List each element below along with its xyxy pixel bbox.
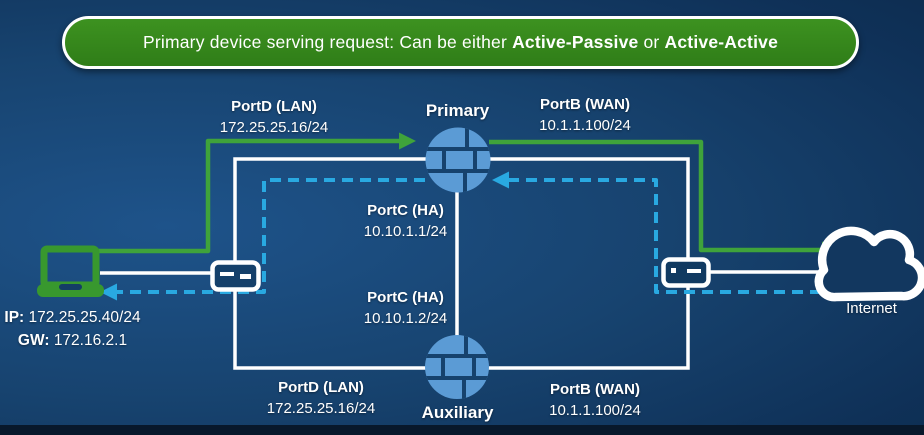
port-name: PortC (HA) bbox=[367, 202, 444, 219]
forward-traffic-path-wan bbox=[489, 139, 823, 253]
laptop-base bbox=[37, 284, 104, 297]
port-address: 10.10.1.2/24 bbox=[363, 310, 448, 327]
bottom-border-strip bbox=[0, 425, 924, 435]
switch-icon-lan bbox=[210, 260, 261, 292]
port-name: PortB (WAN) bbox=[540, 96, 630, 113]
port-address: 10.10.1.1/24 bbox=[363, 223, 448, 240]
switch-port-mark bbox=[687, 269, 701, 273]
firewall-bricks bbox=[425, 335, 489, 399]
port-name: PortC (HA) bbox=[367, 289, 444, 306]
switch-body bbox=[210, 260, 261, 292]
client-ip-line: IP: 172.25.25.40/24 bbox=[4, 309, 141, 326]
port-name: PortD (LAN) bbox=[278, 379, 364, 396]
internet-cloud-icon bbox=[814, 226, 924, 302]
return-traffic-path-lan bbox=[116, 178, 425, 294]
label-port-primary-lan: PortD (LAN) 172.25.25.16/24 bbox=[189, 96, 359, 138]
switch-port-mark bbox=[671, 268, 676, 273]
label-port-primary-wan: PortB (WAN) 10.1.1.100/24 bbox=[500, 94, 670, 136]
port-name: PortD (LAN) bbox=[231, 98, 317, 115]
laptop-base-notch bbox=[59, 284, 82, 290]
return-arrowhead-to-client bbox=[100, 283, 117, 301]
banner: Primary device serving request: Can be e… bbox=[62, 16, 859, 69]
forward-traffic-path-lan bbox=[97, 138, 400, 254]
banner-text: Primary device serving request: Can be e… bbox=[142, 32, 779, 52]
label-port-auxiliary-lan: PortD (LAN) 172.25.25.16/24 bbox=[236, 377, 406, 419]
forward-arrowhead-to-primary bbox=[399, 132, 416, 150]
auxiliary-firewall-icon bbox=[425, 335, 489, 399]
client-info: IP: 172.25.25.40/24 GW: 172.16.2.1 bbox=[0, 306, 155, 352]
firewall-circle bbox=[425, 127, 491, 193]
label-port-primary-ha: PortC (HA) 10.10.1.1/24 bbox=[343, 200, 468, 242]
client-gw-line: GW: 172.16.2.1 bbox=[17, 332, 128, 349]
label-port-auxiliary-wan: PortB (WAN) 10.1.1.100/24 bbox=[510, 379, 680, 421]
firewall-bricks bbox=[425, 127, 491, 193]
return-traffic-path-wan bbox=[508, 178, 821, 294]
port-address: 10.1.1.100/24 bbox=[549, 402, 641, 419]
port-name: PortB (WAN) bbox=[550, 381, 640, 398]
firewall-circle bbox=[425, 335, 489, 399]
port-address: 172.25.25.16/24 bbox=[266, 400, 376, 417]
switch-icon-wan bbox=[661, 257, 711, 288]
laptop-screen bbox=[40, 245, 100, 289]
port-address: 172.25.25.16/24 bbox=[219, 119, 329, 136]
switch-body bbox=[661, 257, 711, 288]
auxiliary-device-label: Auxiliary bbox=[421, 403, 494, 422]
switch-port-mark bbox=[240, 274, 251, 279]
laptop-icon bbox=[37, 245, 104, 297]
primary-device-label: Primary bbox=[425, 101, 490, 120]
return-arrowhead-to-primary bbox=[492, 171, 509, 189]
internet-label: Internet bbox=[846, 300, 897, 317]
primary-firewall-icon bbox=[425, 127, 491, 193]
label-port-auxiliary-ha: PortC (HA) 10.10.1.2/24 bbox=[343, 287, 468, 329]
port-address: 10.1.1.100/24 bbox=[539, 117, 631, 134]
switch-port-mark bbox=[220, 272, 234, 276]
